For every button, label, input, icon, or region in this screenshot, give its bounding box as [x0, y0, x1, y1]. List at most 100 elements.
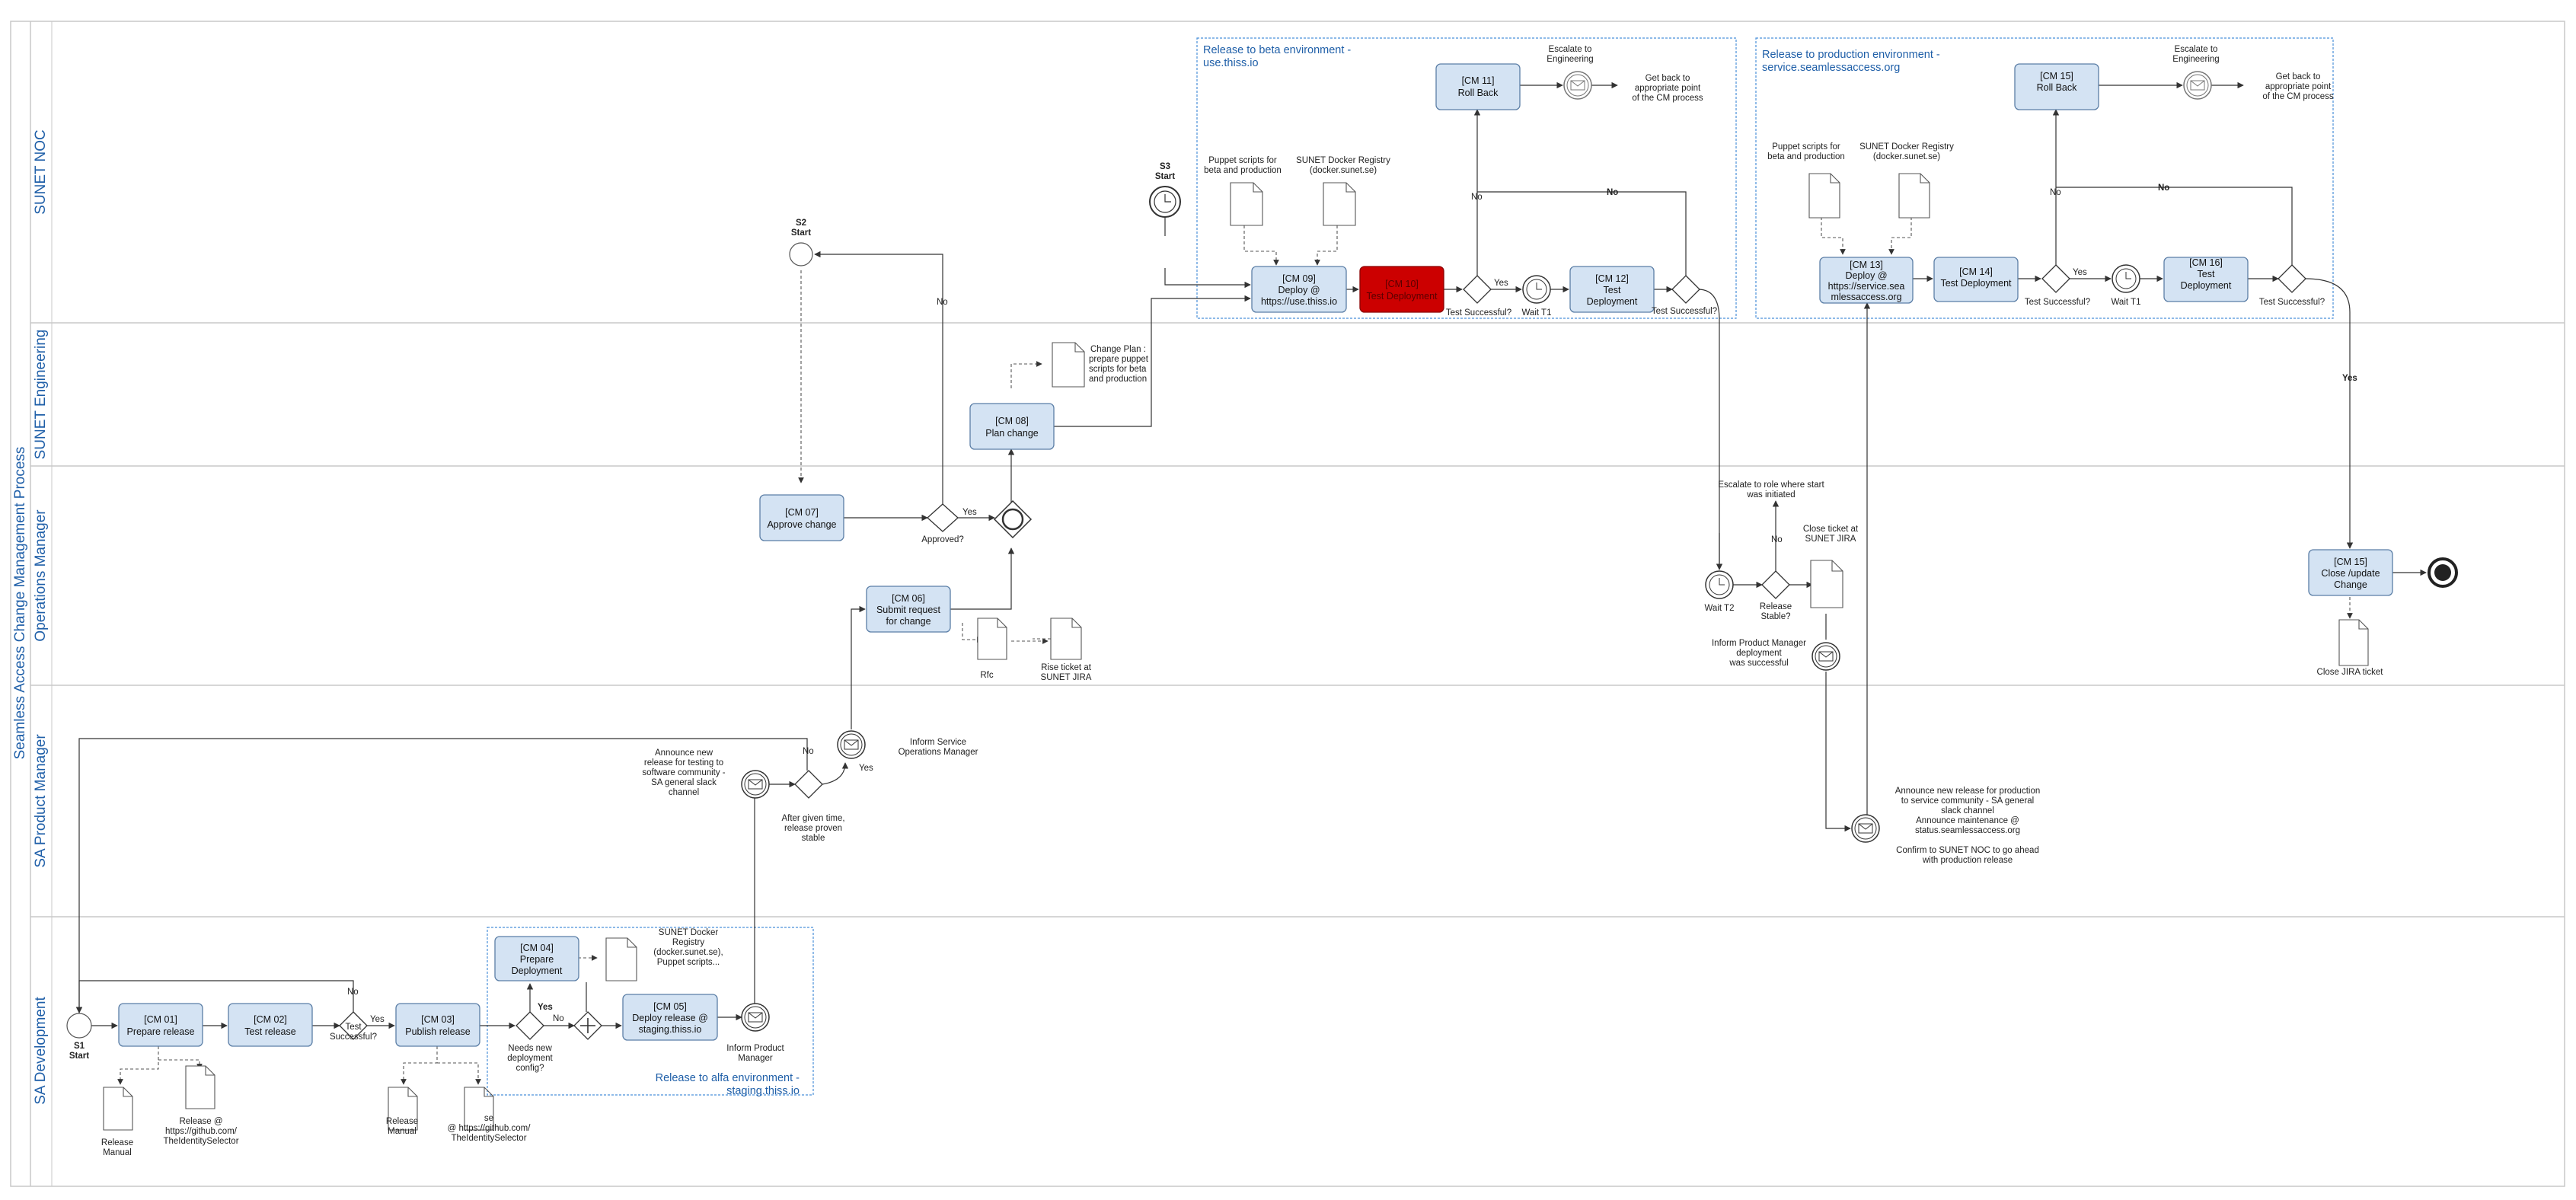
svg-text:Test Successful?: Test Successful? [1446, 308, 1511, 318]
svg-text:Test Successful?: Test Successful? [1652, 307, 1717, 316]
svg-text:No: No [1607, 188, 1618, 197]
task-cm01[interactable]: [CM 01]Prepare release [118, 1003, 203, 1047]
svg-text:[CM 05]Deploy release @staging: [CM 05]Deploy release @staging.thiss.io [632, 1001, 708, 1035]
gateway-test-successful-prod-2 [2278, 264, 2306, 293]
associations [117, 212, 2353, 1085]
task-cm02[interactable]: [CM 02]Test release [228, 1003, 313, 1047]
pool: Seamless Access Change Management Proces… [10, 21, 2565, 1187]
svg-text:[CM 09]Deploy @https://use.thi: [CM 09]Deploy @https://use.thiss.io [1261, 273, 1337, 307]
svg-text:[CM 10]Test Deployment: [CM 10]Test Deployment [1366, 279, 1438, 302]
svg-text:No: No [937, 298, 948, 307]
task-cm07[interactable]: [CM 07]Approve change [759, 494, 844, 541]
svg-text:SUNET Docker Registry(docker.s: SUNET Docker Registry(docker.sunet.se) [1859, 142, 1954, 161]
svg-text:Close JIRA ticket: Close JIRA ticket [2317, 668, 2384, 677]
svg-text:No: No [553, 1014, 564, 1023]
lane-label-engineering: SUNET Engineering [33, 330, 49, 460]
timer-wait-t1-prod [2112, 264, 2140, 293]
svg-text:Wait T2: Wait T2 [1705, 604, 1735, 613]
svg-text:[CM 01]Prepare release: [CM 01]Prepare release [127, 1014, 195, 1037]
message-event-announce-prod [1851, 814, 1880, 843]
message-event-escalate-prod [2183, 71, 2212, 100]
gateway-release-stable [1761, 570, 1790, 599]
svg-text:Yes: Yes [2342, 374, 2357, 383]
group-alfa-title: Release to alfa environment -staging.thi… [656, 1072, 800, 1097]
lane-dividers [30, 322, 2565, 918]
gateway-approved [927, 503, 959, 532]
svg-text:[CM 15]Roll Back: [CM 15]Roll Back [2037, 71, 2078, 93]
svg-text:Release @https://github.com/Th: Release @https://github.com/TheIdentityS… [163, 1117, 238, 1146]
svg-text:No: No [1771, 535, 1783, 544]
group-beta [1196, 37, 1737, 319]
svg-text:[CM 14]Test Deployment: [CM 14]Test Deployment [1940, 266, 2012, 289]
lane-label-development: SA Development [33, 997, 49, 1105]
svg-text:[CM 03]Publish release: [CM 03]Publish release [405, 1014, 471, 1037]
svg-text:Wait T1: Wait T1 [2112, 298, 2141, 307]
svg-text:Wait T1: Wait T1 [1522, 308, 1552, 318]
svg-text:No: No [1471, 193, 1483, 202]
svg-text:No: No [803, 747, 814, 756]
timer-wait-t2 [1705, 570, 1734, 599]
gateway-test-successful-dev [339, 1011, 368, 1040]
timer-wait-t1-beta [1522, 275, 1551, 304]
task-cm10[interactable]: [CM 10]Test Deployment [1359, 266, 1444, 313]
task-cm14[interactable]: [CM 14]Test Deployment [1933, 257, 2019, 302]
svg-text:Test Successful?: Test Successful? [2025, 298, 2090, 307]
end-event [2428, 557, 2458, 588]
svg-text:Yes: Yes [370, 1015, 385, 1024]
gateway-event-based [993, 499, 1033, 539]
group-prod [1755, 37, 2334, 319]
svg-text:No: No [2050, 188, 2061, 197]
message-event-announce-test [741, 770, 770, 799]
pool-title: Seamless Access Change Management Proces… [12, 447, 28, 760]
svg-text:[CM 08]Plan change: [CM 08]Plan change [985, 416, 1039, 439]
task-cm08[interactable]: [CM 08]Plan change [969, 403, 1055, 450]
group-beta-title: Release to beta environment -use.thiss.i… [1203, 44, 1351, 69]
task-cm15-rollback[interactable]: [CM 15]Roll Back [2014, 63, 2099, 110]
gateway-needs-config [516, 1011, 544, 1040]
svg-text:No: No [2158, 184, 2169, 193]
task-cm03[interactable]: [CM 03]Publish release [395, 1003, 480, 1047]
gateway-test-successful-beta-1 [1463, 275, 1492, 304]
svg-text:Yes: Yes [962, 508, 977, 517]
group-prod-title: Release to production environment -servi… [1762, 49, 1940, 74]
task-cm05[interactable]: [CM 05]Deploy release @staging.thiss.io [622, 994, 718, 1041]
svg-text:SUNET Docker Registry(docker.s: SUNET Docker Registry(docker.sunet.se) [1296, 156, 1390, 175]
task-cm11[interactable]: [CM 11]Roll Back [1435, 63, 1521, 110]
group-alfa [487, 927, 814, 1096]
message-event-escalate-beta [1563, 71, 1592, 100]
task-cm09[interactable]: [CM 09]Deploy @https://use.thiss.io [1251, 266, 1347, 313]
gateway-parallel [573, 1011, 602, 1040]
message-event-inform-pm [741, 1003, 770, 1032]
svg-text:Rfc: Rfc [980, 671, 994, 680]
